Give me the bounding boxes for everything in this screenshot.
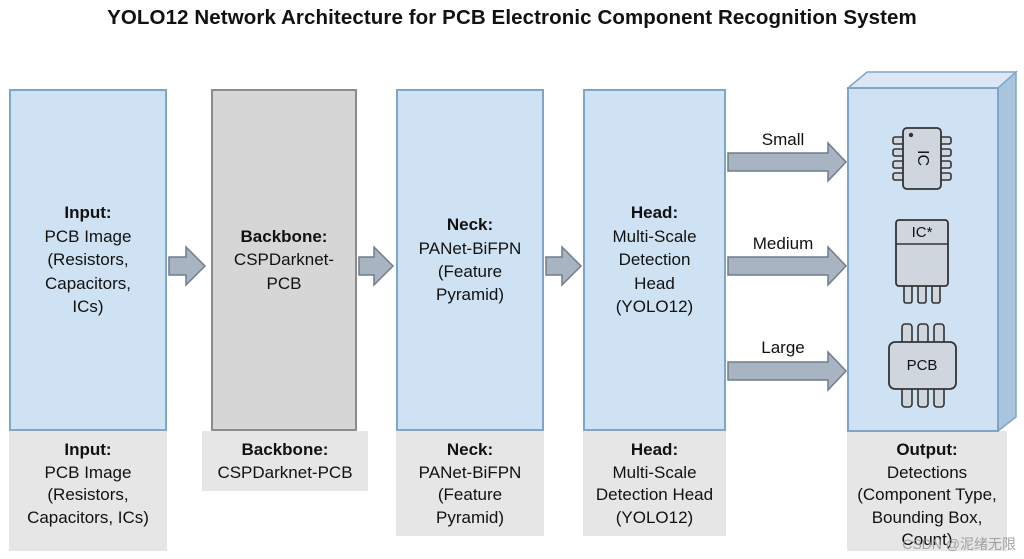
ic-package-label: IC* [912, 224, 933, 241]
head-block: Head: Multi-Scale Detection Head (YOLO12… [583, 89, 726, 431]
input-line: Capacitors, [45, 273, 131, 293]
input-caption: Input: PCB Image (Resistors, Capacitors,… [9, 431, 167, 551]
ic-chip-label: IC [914, 150, 931, 166]
output-caption-line: Detections [886, 462, 968, 482]
head-caption: Head: Multi-Scale Detection Head (YOLO12… [583, 431, 726, 536]
head-line: Multi-Scale [612, 226, 697, 246]
input-line: PCB Image [44, 226, 132, 246]
head-caption-heading: Head: [630, 440, 679, 459]
head-caption-line: Multi-Scale [612, 462, 697, 482]
backbone-block: Backbone: CSPDarknet- PCB [211, 89, 357, 431]
output-caption-line: Bounding Box, [871, 507, 983, 527]
head-heading: Head: [630, 203, 679, 223]
backbone-heading: Backbone: [240, 226, 328, 246]
neck-caption: Neck: PANet-BiFPN (Feature Pyramid) [396, 431, 544, 536]
arrow-right-icon [168, 245, 207, 287]
ic-chip-icon: IC [892, 127, 952, 190]
head-line: Detection [618, 250, 691, 270]
scale-label-large: Large [761, 338, 805, 357]
input-caption-line: Capacitors, ICs) [27, 507, 149, 527]
pcb-chip-label: PCB [907, 357, 938, 374]
head-line: (YOLO12) [615, 297, 694, 317]
head-caption-line: Detection Head [595, 485, 714, 505]
input-heading: Input: [64, 203, 112, 223]
backbone-caption-heading: Backbone: [241, 440, 329, 459]
neck-caption-heading: Neck: [446, 440, 494, 459]
arrow-right-icon [727, 350, 848, 392]
ic-package-icon: IC* [895, 219, 949, 304]
watermark: CSDN @泥绪无限 [902, 536, 1016, 552]
neck-caption-line: Pyramid) [435, 507, 504, 527]
input-caption-line: (Resistors, [47, 485, 129, 505]
arrow-right-icon [545, 245, 583, 287]
neck-heading: Neck: [446, 215, 494, 235]
backbone-line: PCB [266, 273, 302, 293]
scale-label-medium: Medium [752, 234, 814, 253]
head-caption-line: (YOLO12) [615, 507, 694, 527]
output-caption-line: Count) [901, 530, 953, 550]
pcb-chip-icon: PCB [888, 323, 957, 408]
input-block: Input: PCB Image (Resistors, Capacitors,… [9, 89, 167, 431]
backbone-caption-line: CSPDarknet-PCB [217, 462, 353, 482]
arrow-right-icon [358, 245, 395, 287]
input-line: (Resistors, [47, 250, 129, 270]
output-caption-heading: Output: [896, 440, 958, 459]
neck-caption-line: (Feature [437, 485, 503, 505]
backbone-caption: Backbone: CSPDarknet-PCB [202, 431, 368, 491]
neck-line: (Feature [437, 262, 503, 281]
head-line: Head [634, 273, 675, 293]
backbone-line: CSPDarknet- [233, 250, 335, 270]
neck-line: Pyramid) [435, 285, 504, 305]
arrow-right-icon [727, 245, 848, 287]
arrow-right-icon [727, 141, 848, 183]
input-caption-line: PCB Image [44, 462, 132, 482]
input-caption-heading: Input: [64, 440, 112, 459]
output-caption: Output: Detections (Component Type, Boun… [847, 431, 1007, 551]
input-line: ICs) [72, 297, 104, 317]
output-caption-line: (Component Type, [857, 485, 997, 505]
neck-line: PANet-BiFPN [418, 238, 522, 258]
neck-caption-line: PANet-BiFPN [418, 462, 522, 482]
scale-label-small: Small [761, 130, 805, 149]
diagram-title: YOLO12 Network Architecture for PCB Elec… [107, 6, 917, 29]
neck-block: Neck: PANet-BiFPN (Feature Pyramid) [396, 89, 544, 431]
